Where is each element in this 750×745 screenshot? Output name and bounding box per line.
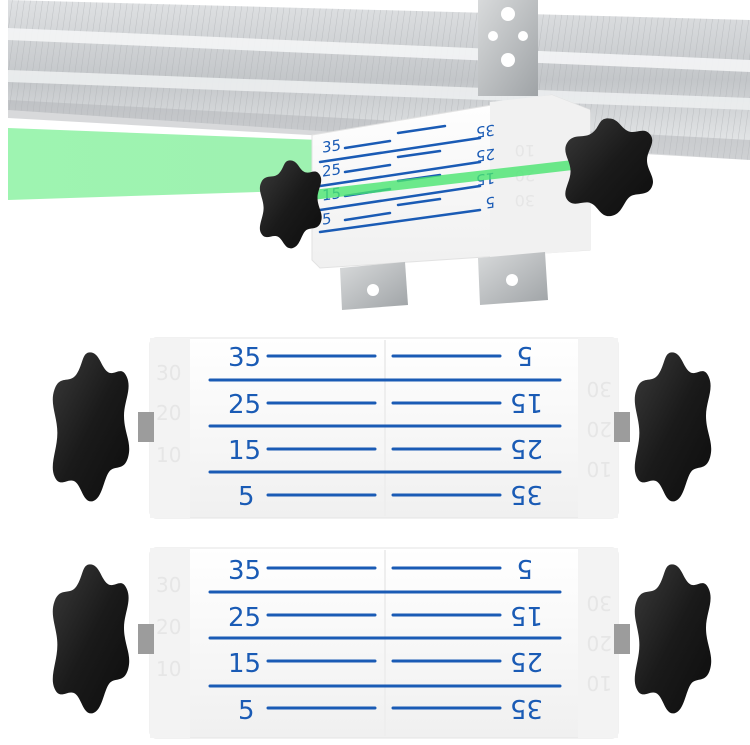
holder-1-left-scale-num: 5 bbox=[238, 482, 255, 512]
holder-2-right-scale-num: 25 bbox=[510, 646, 543, 676]
laser-line-on-target bbox=[312, 158, 590, 200]
mounting-plate-right bbox=[478, 252, 548, 305]
holder-2-left-side-mark: 30 bbox=[156, 573, 181, 597]
holder-2-left-side-mark: 20 bbox=[156, 615, 181, 639]
top-right-scale-num: 25 bbox=[476, 144, 495, 165]
holder-2-right-side-mark: 10 bbox=[587, 671, 612, 695]
holder-2-left-scale-num: 5 bbox=[238, 696, 255, 726]
holder-1-left-scale-num: 15 bbox=[228, 436, 261, 466]
holder-2-right-side-mark: 20 bbox=[587, 631, 612, 655]
holder-2-knob-right bbox=[634, 564, 712, 714]
holder-2-knob-left bbox=[52, 564, 130, 714]
holder-1-bolt-left bbox=[138, 412, 154, 442]
holder-1-knob-right bbox=[634, 352, 712, 502]
holder-1-left-scale-num: 35 bbox=[228, 343, 261, 373]
holder-2-right-scale-num: 35 bbox=[510, 693, 543, 723]
holder-1-left-side-mark: 30 bbox=[156, 361, 181, 385]
top-scale-lines bbox=[318, 124, 482, 234]
top-right-scale-num: 35 bbox=[476, 120, 495, 141]
mounting-plate-left bbox=[340, 262, 408, 310]
holder-1-scale-lines bbox=[208, 354, 562, 497]
holder-2-right-scale-num: 5 bbox=[516, 553, 533, 583]
top-assembly: 35 25 15 5 35 25 15 5 30 20 10 bbox=[311, 94, 591, 310]
holder-2-bolt-right bbox=[614, 624, 630, 654]
holder-1-right-scale-num: 25 bbox=[510, 433, 543, 463]
top-side-mark: 10 bbox=[515, 141, 535, 160]
holder-1-left-side-mark: 10 bbox=[156, 443, 181, 467]
holder-1: 35 25 15 5 35 25 15 5 30 20 10 10 20 30 bbox=[149, 337, 619, 519]
holder-1-right-side-mark: 30 bbox=[587, 377, 612, 401]
holder-1-right-scale-num: 5 bbox=[516, 340, 533, 370]
holder-2-left-scale-num: 15 bbox=[228, 649, 261, 679]
holder-2-left-side-mark: 10 bbox=[156, 657, 181, 681]
holder-1-right-scale-num: 15 bbox=[510, 387, 543, 417]
holder-2-scale-lines bbox=[208, 566, 562, 710]
holder-2-bolt-left bbox=[138, 624, 154, 654]
holder-1-left-scale-num: 25 bbox=[228, 390, 261, 420]
holder-2: 35 25 15 5 35 25 15 5 30 20 10 10 20 30 bbox=[149, 547, 619, 739]
top-side-mark: 30 bbox=[515, 191, 535, 210]
top-left-scale-num: 25 bbox=[322, 160, 341, 181]
holder-1-left-side-mark: 20 bbox=[156, 401, 181, 425]
holder-2-right-side-mark: 30 bbox=[587, 591, 612, 615]
ceiling-hanger bbox=[478, 0, 538, 96]
holder-1-knob-left bbox=[52, 352, 130, 502]
top-left-scale-num: 5 bbox=[322, 209, 332, 228]
holder-2-right-scale-num: 15 bbox=[510, 600, 543, 630]
holder-1-bolt-right bbox=[614, 412, 630, 442]
holder-2-left-scale-num: 25 bbox=[228, 603, 261, 633]
holder-1-right-side-mark: 20 bbox=[587, 417, 612, 441]
holder-1-right-side-mark: 10 bbox=[587, 457, 612, 481]
holder-2-left-scale-num: 35 bbox=[228, 556, 261, 586]
top-left-scale-num: 35 bbox=[322, 136, 341, 157]
holder-1-right-scale-num: 35 bbox=[510, 479, 543, 509]
top-right-scale-num: 5 bbox=[485, 192, 495, 211]
